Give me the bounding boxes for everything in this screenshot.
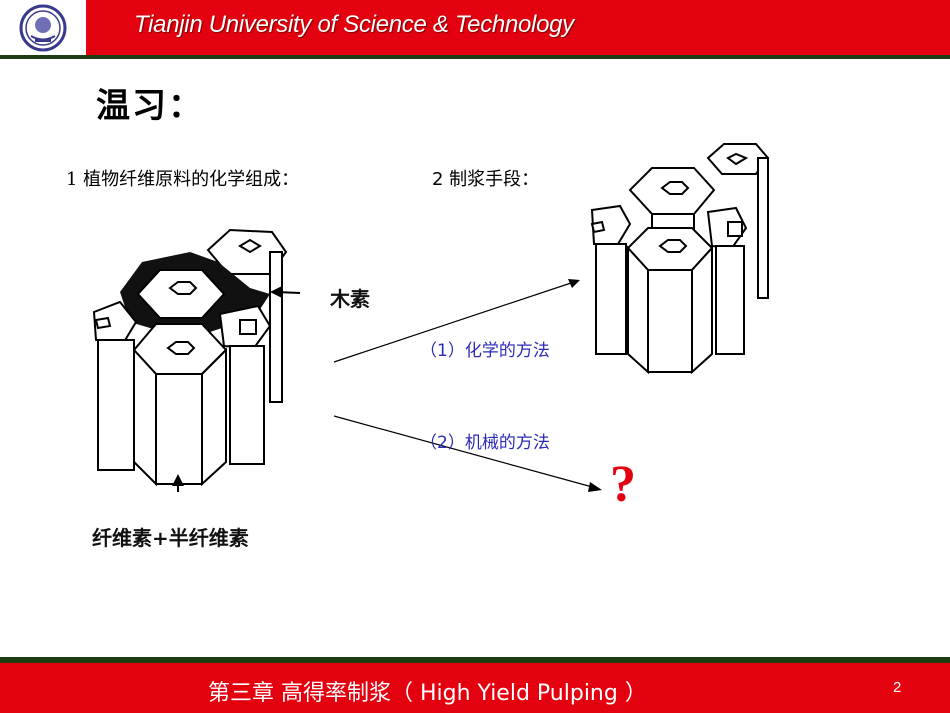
separated-fibers-illustration bbox=[590, 143, 770, 375]
label-lignin: 木素 bbox=[330, 287, 370, 311]
chemical-method-arrow bbox=[333, 281, 575, 363]
item-pulping-methods: 2 制浆手段： bbox=[432, 169, 540, 190]
footer-divider bbox=[0, 657, 950, 663]
header-divider bbox=[0, 55, 950, 59]
page-number: 2 bbox=[893, 679, 902, 696]
footer-title: 第三章 高得率制浆（ High Yield Pulping ） bbox=[208, 681, 647, 706]
header-title: Tianjin University of Science & Technolo… bbox=[134, 11, 574, 38]
process-arrows bbox=[333, 279, 602, 492]
fiber-bundle-illustration bbox=[92, 228, 300, 492]
logo-area bbox=[0, 0, 87, 55]
mechanical-method-arrow bbox=[333, 415, 597, 489]
university-seal-icon bbox=[19, 4, 67, 52]
method-chemical: （1）化学的方法 bbox=[420, 341, 550, 361]
label-cellulose-hemicellulose: 纤维素+半纤维素 bbox=[92, 526, 249, 550]
slide-title: 温习： bbox=[96, 86, 204, 126]
method-mechanical: （2）机械的方法 bbox=[420, 433, 550, 453]
slide-footer: 第三章 高得率制浆（ High Yield Pulping ） 2 bbox=[0, 663, 950, 713]
slide-header: Tianjin University of Science & Technolo… bbox=[0, 0, 950, 59]
item-chemical-composition: 1 植物纤维原料的化学组成： bbox=[66, 169, 300, 190]
header-bar: Tianjin University of Science & Technolo… bbox=[86, 0, 950, 55]
question-mark: ? bbox=[610, 456, 636, 513]
